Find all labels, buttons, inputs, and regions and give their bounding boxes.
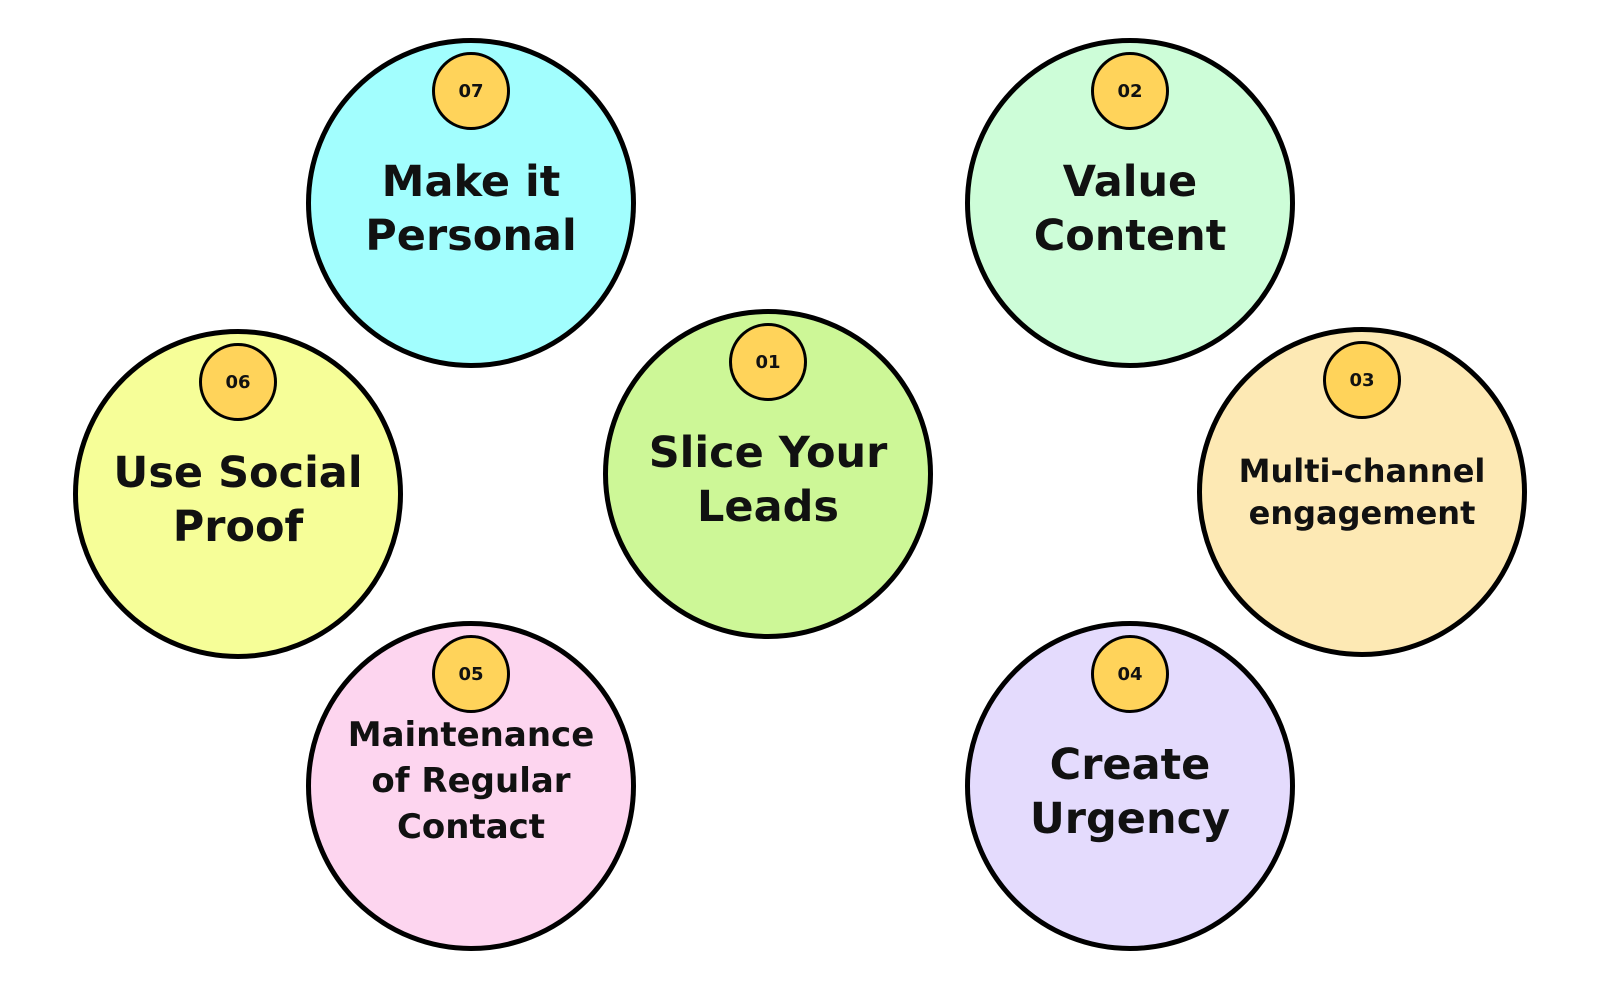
step-05-number-badge: 05 (432, 635, 510, 713)
step-07-circle: 07 Make it Personal (306, 38, 636, 368)
step-05-circle: 05 Maintenance of Regular Contact (306, 621, 636, 951)
step-04-circle: 04 Create Urgency (965, 621, 1295, 951)
step-07-label: Make it Personal (365, 157, 577, 261)
step-06-circle: 06 Use Social Proof (73, 329, 403, 659)
step-07-number-badge: 07 (432, 52, 510, 130)
step-04-number-badge: 04 (1091, 635, 1169, 713)
step-04-label: Create Urgency (1029, 740, 1231, 844)
step-03-label: Multi-channel engagement (1238, 452, 1486, 532)
step-06-label: Use Social Proof (113, 448, 363, 552)
step-01-number-badge: 01 (729, 323, 807, 401)
step-02-circle: 02 Value Content (965, 38, 1295, 368)
step-02-label: Value Content (1033, 157, 1227, 261)
step-06-number-badge: 06 (199, 343, 277, 421)
step-02-number-badge: 02 (1091, 52, 1169, 130)
step-01-circle: 01 Slice Your Leads (603, 309, 933, 639)
step-03-circle: 03 Multi-channel engagement (1197, 327, 1527, 657)
step-03-number-badge: 03 (1323, 341, 1401, 419)
step-01-label: Slice Your Leads (648, 428, 888, 532)
step-05-label: Maintenance of Regular Contact (347, 715, 595, 847)
